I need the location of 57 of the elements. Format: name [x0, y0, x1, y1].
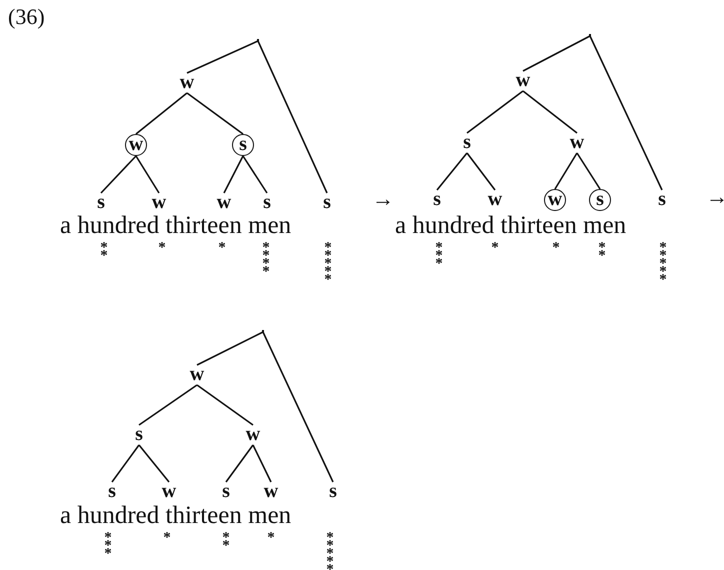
tree-branch-line — [138, 444, 170, 482]
node-label: s — [458, 133, 476, 153]
node-label: w — [160, 482, 178, 502]
derivation-arrow: → — [372, 186, 394, 212]
tree-branch-line — [589, 36, 663, 190]
circled-node-label: s — [232, 134, 254, 156]
tree-branch-line — [436, 152, 468, 190]
tree-branch-line — [522, 90, 578, 134]
node-label: s — [324, 482, 342, 502]
phrase-text: a hundred thirteen men — [60, 212, 292, 240]
tree-branch-line — [138, 384, 198, 426]
node-label: s — [92, 193, 110, 213]
tree-branch-line — [135, 156, 160, 194]
circled-node-label: w — [125, 134, 147, 156]
tree-branch-line — [466, 90, 524, 134]
node-label: w — [178, 73, 196, 93]
tree-branch-line — [136, 92, 188, 135]
node-label: s — [258, 193, 276, 213]
tree-branch-line — [223, 156, 244, 194]
tree-branch-line — [111, 444, 140, 482]
tree-branch-line — [576, 152, 601, 190]
node-label: s — [217, 482, 235, 502]
tree-branch-line — [257, 40, 328, 194]
node-label: s — [318, 193, 336, 213]
node-label: w — [188, 365, 206, 385]
tree-branch-line — [196, 384, 254, 426]
node-label: s — [428, 190, 446, 210]
tree-branch-line — [186, 40, 258, 74]
node-label: s — [653, 190, 671, 210]
node-label: w — [244, 425, 262, 445]
metrical-grid: *** * ** * ***** — [103, 534, 335, 570]
tree-branch-line — [466, 152, 496, 190]
derivation-arrow: → — [706, 184, 724, 210]
tree-branch-line — [554, 152, 578, 190]
circled-node-label: s — [589, 189, 611, 211]
example-number: (36) — [8, 4, 45, 30]
metrical-grid: *** * * ** ***** — [434, 244, 668, 286]
node-label: w — [486, 190, 504, 210]
tree-branch-line — [522, 35, 590, 72]
tree-branch-line — [225, 444, 254, 482]
phrase-text: a hundred thirteen men — [60, 502, 292, 530]
node-label: w — [150, 193, 168, 213]
metrical-grid: ** * * **** ***** — [99, 244, 333, 286]
phrase-text: a hundred thirteen men — [395, 212, 626, 240]
node-label: s — [103, 482, 121, 502]
node-label: w — [215, 193, 233, 213]
tree-branch-line — [262, 332, 334, 482]
circled-node-label: w — [544, 189, 566, 211]
tree-branch-line — [196, 331, 264, 366]
tree-branch-line — [186, 92, 244, 135]
tree-branch-line — [242, 156, 268, 194]
node-label: s — [130, 425, 148, 445]
node-label: w — [262, 482, 280, 502]
tree-branch-line — [252, 444, 272, 482]
tree-branch-line — [100, 155, 137, 194]
node-label: w — [568, 133, 586, 153]
node-label: w — [514, 71, 532, 91]
